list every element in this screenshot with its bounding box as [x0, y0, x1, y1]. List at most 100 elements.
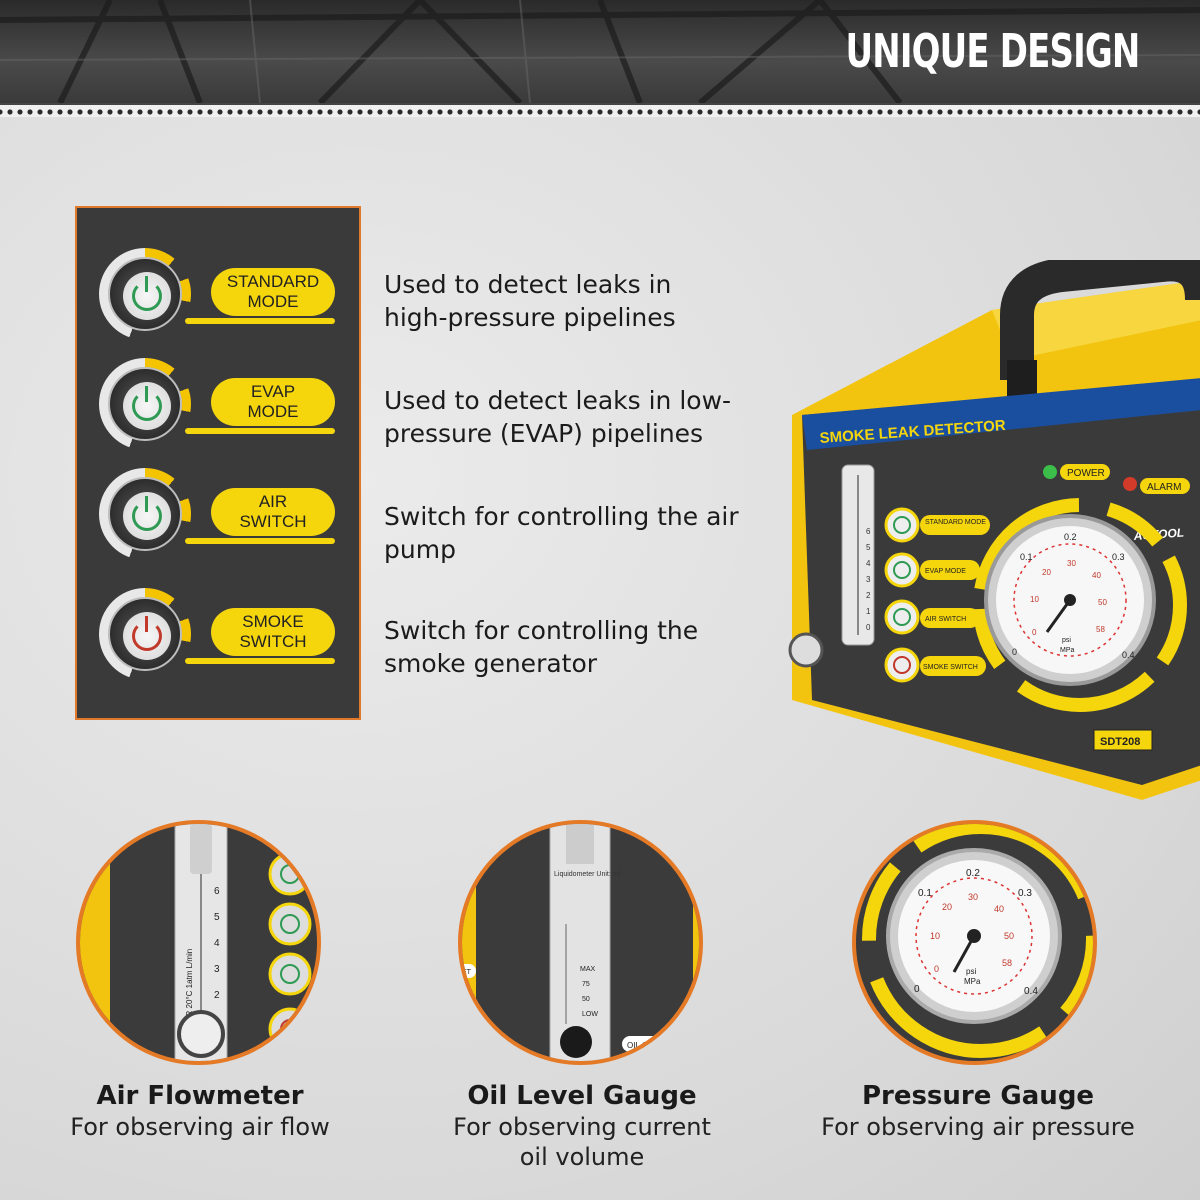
gauge-inner-tick: 20: [942, 902, 952, 912]
oil-level-low: LOW: [582, 1011, 598, 1018]
smoke-switch-description: Switch for controlling the smoke generat…: [384, 616, 699, 678]
gauge-outer-tick: 0.1: [918, 888, 932, 899]
air-switch-button[interactable]: [99, 468, 191, 560]
alarm-light-icon: [1123, 477, 1137, 491]
gauge-outer-tick: 0.3: [1112, 552, 1125, 562]
oil-level-max: MAX: [580, 966, 596, 973]
label-underline: [185, 318, 335, 324]
gauge-inner-tick: 30: [1067, 559, 1076, 568]
flowmeter-tick: 3: [214, 964, 220, 975]
alarm-label: ALARM: [1147, 482, 1181, 493]
evap-mode-description: Used to detect leaks in low-pressure (EV…: [384, 386, 732, 448]
power-icon: [132, 496, 162, 531]
gauge-inner-tick: 58: [1002, 958, 1012, 968]
standard-mode-description: Used to detect leaks in high-pressure pi…: [384, 270, 676, 332]
gauge-inner-tick: 0: [934, 964, 939, 974]
smoke-switch-label: SMOKE SWITCH: [211, 608, 335, 656]
gauge-inner-tick: 40: [994, 904, 1004, 914]
header-banner: UNIQUE DESIGN: [0, 0, 1200, 103]
power-icon: [132, 386, 162, 421]
air-switch-description: Switch for controlling the air pump: [384, 502, 739, 564]
gauge-outer-tick: 0.3: [1018, 888, 1032, 899]
flowmeter-tick: 4: [214, 938, 220, 949]
pressure-gauge-subtitle: For observing air pressure: [821, 1113, 1135, 1141]
flowmeter-tick: 6: [214, 886, 220, 897]
gauge-inner-tick: 30: [968, 892, 978, 902]
gauge-outer-tick: 0.2: [1064, 532, 1077, 542]
flowmeter-tick: 6: [866, 527, 871, 536]
standard-mode-button[interactable]: [99, 248, 191, 340]
power-light-icon: [1043, 465, 1057, 479]
gauge-outer-tick: 0.2: [966, 868, 980, 879]
oil-level-tick: 75: [582, 981, 590, 988]
flowmeter-tick: 4: [866, 559, 871, 568]
evap-mode-label: EVAP MODE: [211, 378, 335, 426]
gauge-unit: MPa: [1060, 647, 1075, 654]
gauge-outer-tick: 0: [914, 984, 920, 995]
oil-gauge-illustration: Liquidometer Unit: ml MAX 75 50 LOW OIL …: [462, 824, 699, 1061]
label-underline: [185, 538, 335, 544]
mode-smoke: SMOKE SWITCH: [99, 588, 349, 684]
device-mode-buttons: STANDARD MODE EVAP MODE AIR SWITCH SMOKE…: [884, 507, 990, 683]
flowmeter-tick: 1: [866, 607, 871, 616]
pressure-gauge-caption: Pressure Gauge For observing air pressur…: [798, 1080, 1158, 1142]
label-underline: [185, 428, 335, 434]
gauge-inner-tick: 58: [1096, 625, 1105, 634]
flowmeter-caption: AIR 20°C 1atm L/min: [185, 949, 194, 1024]
flowmeter-tick: 3: [866, 575, 871, 584]
flowmeter-knob[interactable]: [177, 1010, 225, 1058]
edge-label: ET: [462, 969, 472, 976]
gauge-inner-tick: 10: [930, 931, 940, 941]
flowmeter-knob[interactable]: [788, 632, 824, 668]
oil-level-gauge-caption: Oil Level Gauge For observing current oi…: [402, 1080, 762, 1172]
flowmeter-illustration: 6 5 4 3 2 1 AIR 20°C 1atm L/min: [80, 824, 312, 1061]
air-flowmeter-subtitle: For observing air flow: [70, 1113, 330, 1141]
flowmeter-tick: 0: [866, 623, 871, 632]
mode-air: AIR SWITCH: [99, 468, 349, 564]
oil-level-gauge-closeup: Liquidometer Unit: ml MAX 75 50 LOW OIL …: [458, 820, 703, 1065]
gauge-outer-tick: 0.1: [1020, 552, 1033, 562]
device-mode-label: SMOKE SWITCH: [923, 664, 978, 671]
power-icon: [132, 276, 162, 311]
evap-mode-button[interactable]: [99, 358, 191, 450]
dotted-divider: [0, 103, 1200, 117]
gauge-inner-tick: 40: [1092, 571, 1101, 580]
oil-gauge-caption: Liquidometer Unit: ml: [554, 871, 621, 878]
gauge-unit: psi: [966, 967, 976, 976]
gauge-outer-tick: 0: [1012, 647, 1017, 657]
gauge-unit: psi: [1062, 637, 1071, 644]
power-icon: [132, 616, 162, 651]
gauge-outer-tick: 0.4: [1024, 986, 1038, 997]
air-flowmeter-caption: Air Flowmeter For observing air flow: [20, 1080, 380, 1142]
gauge-inner-tick: 50: [1098, 598, 1107, 607]
flowmeter-tick: 5: [866, 543, 871, 552]
gauge-inner-tick: 0: [1032, 628, 1037, 637]
gauge-inner-tick: 20: [1042, 568, 1051, 577]
power-label: POWER: [1067, 468, 1105, 479]
oil-level-tick: 50: [582, 996, 590, 1003]
page-title: UNIQUE DESIGN: [846, 24, 1141, 78]
mode-button-panel: STANDARD MODE EVAP MODE AIR SWITCH SMOKE…: [75, 206, 361, 720]
device-mode-label: STANDARD MODE: [925, 519, 986, 526]
gauge-outer-tick: 0.4: [1122, 650, 1135, 660]
device-mode-label: AIR SWITCH: [925, 616, 966, 623]
air-switch-label: AIR SWITCH: [211, 488, 335, 536]
gauge-inner-tick: 10: [1030, 595, 1039, 604]
pressure-gauge-closeup: 0 0.1 0.2 0.3 0.4 0 10 20 30 40 50 58 ps…: [852, 820, 1097, 1065]
flowmeter-tick: 2: [866, 591, 871, 600]
gauge-unit: MPa: [964, 977, 981, 986]
air-flowmeter-closeup: 6 5 4 3 2 1 AIR 20°C 1atm L/min: [76, 820, 321, 1065]
flowmeter-tick: 5: [214, 912, 220, 923]
industrial-background: [0, 0, 1200, 103]
device-mode-label: EVAP MODE: [925, 568, 966, 575]
oil-level-gauge-title: Oil Level Gauge: [467, 1081, 697, 1111]
smoke-switch-button[interactable]: [99, 588, 191, 680]
flowmeter-tick: 2: [214, 990, 220, 1001]
gauge-inner-tick: 50: [1004, 931, 1014, 941]
gauge-needle: [1045, 599, 1072, 633]
pressure-gauge-title: Pressure Gauge: [861, 1081, 1095, 1111]
mode-evap: EVAP MODE: [99, 358, 349, 454]
label-underline: [185, 658, 335, 664]
air-flowmeter-title: Air Flowmeter: [96, 1081, 304, 1111]
model-tag: SDT208: [1100, 736, 1140, 748]
